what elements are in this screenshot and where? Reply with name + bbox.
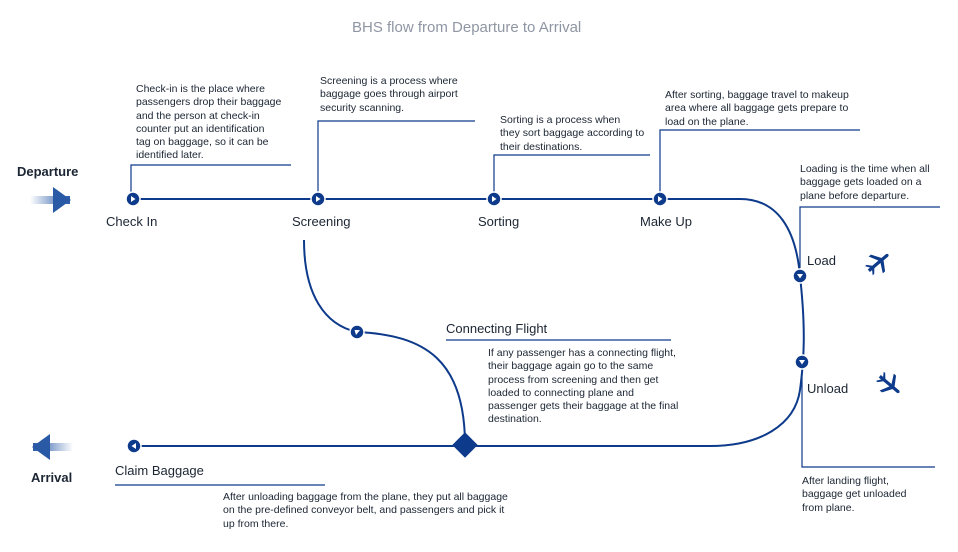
merge-diamond-icon — [452, 432, 478, 458]
makeup-label: Make Up — [640, 214, 693, 229]
load-label: Load — [807, 253, 836, 268]
checkin-leader-line — [130, 164, 291, 193]
load-node — [792, 268, 808, 284]
note-leader-lines — [130, 120, 940, 468]
screening-node — [310, 191, 326, 207]
departure-flow-line — [133, 198, 805, 447]
connecting-flight-label: Connecting Flight — [446, 321, 548, 336]
connecting-node — [349, 324, 365, 340]
makeup-leader-line — [659, 129, 860, 193]
arrow-left-icon — [32, 434, 73, 460]
load-note: Loading is the time when all baggage get… — [800, 163, 930, 202]
unload-label: Unload — [807, 381, 849, 396]
checkin-node — [125, 191, 141, 207]
claim-node — [126, 438, 142, 454]
page-title: BHS flow from Departure to Arrival — [352, 19, 582, 36]
connecting-flight-note: If any passenger has a connecting flight… — [488, 347, 679, 426]
departure-label: Departure — [17, 164, 79, 179]
unload-note: After landing flight, baggage get unload… — [802, 475, 907, 514]
sorting-label: Sorting — [478, 214, 520, 229]
arrow-right-icon — [30, 187, 71, 213]
checkin-label: Check In — [106, 214, 158, 229]
unload-leader-line — [801, 370, 935, 468]
screening-note: Screening is a process where baggage goe… — [320, 75, 458, 114]
sorting-note: Sorting is a process when they sort bagg… — [500, 114, 645, 153]
claim-baggage-label: Claim Baggage — [115, 463, 204, 478]
claim-baggage-note: After unloading baggage from the plane, … — [223, 491, 508, 530]
airplane-takeoff-icon — [864, 253, 889, 276]
connecting-flight-line — [303, 239, 466, 446]
unload-node — [794, 354, 810, 370]
sorting-node — [486, 191, 502, 207]
makeup-note: After sorting, baggage travel to makeup … — [665, 89, 849, 128]
airplane-landing-icon — [875, 371, 900, 394]
load-leader-line — [799, 206, 940, 268]
sorting-leader-line — [493, 154, 650, 193]
screening-leader-line — [317, 120, 475, 193]
arrival-label: Arrival — [31, 470, 73, 485]
makeup-node — [652, 191, 668, 207]
screening-label: Screening — [292, 214, 351, 229]
checkin-note: Check-in is the place where passengers d… — [136, 83, 282, 162]
